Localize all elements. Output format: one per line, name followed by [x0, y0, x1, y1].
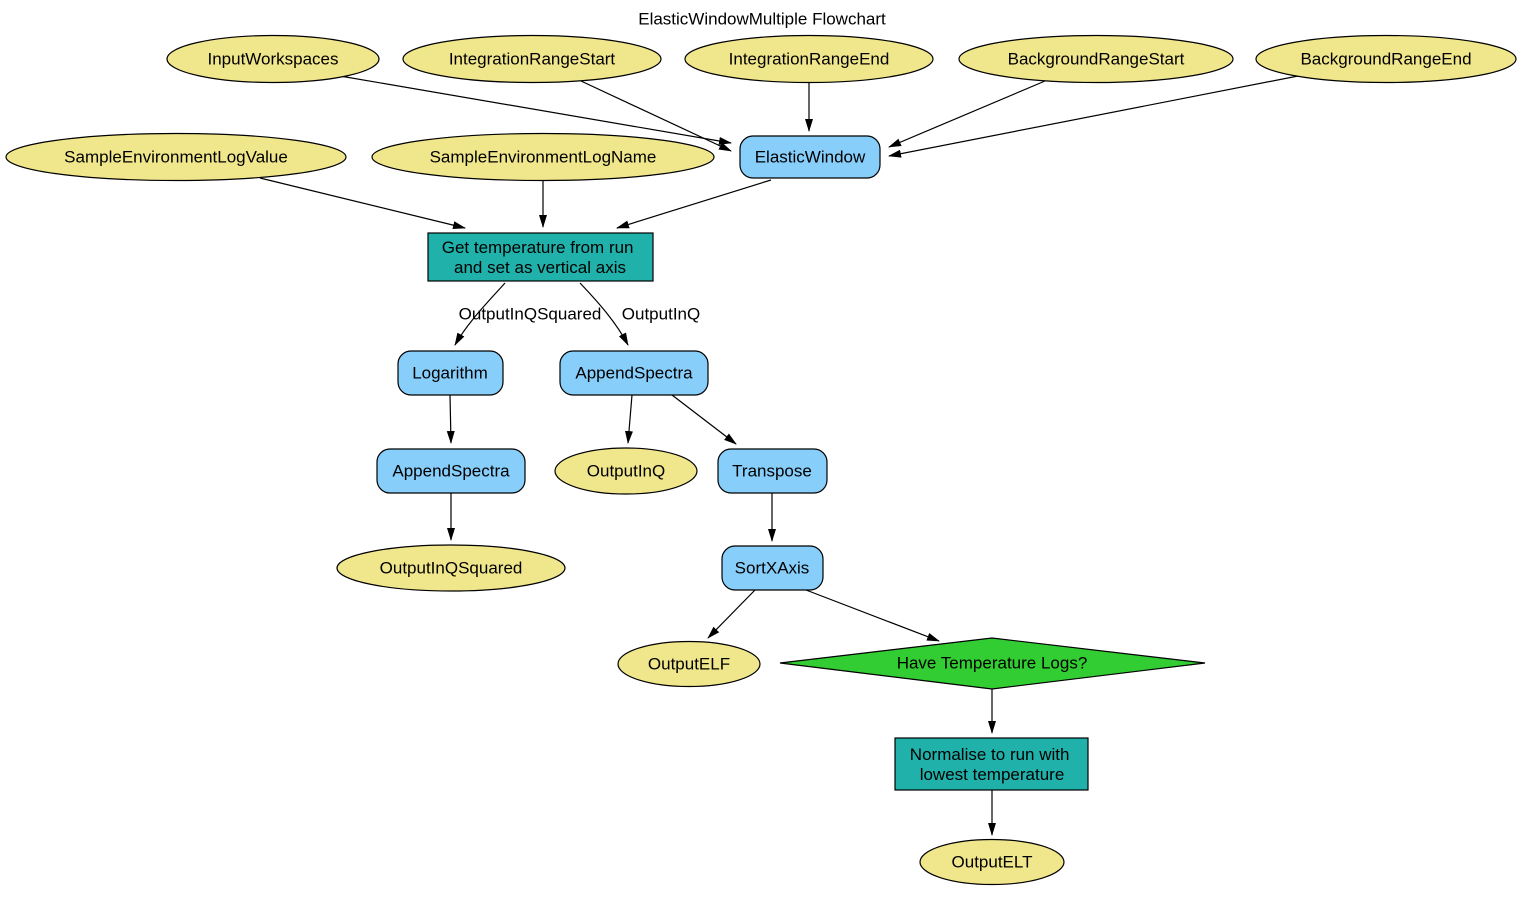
node-integration-range-end: IntegrationRangeEnd — [684, 34, 934, 84]
edge-background-range-end-to-elastic-window — [888, 75, 1299, 158]
input-workspaces-label: InputWorkspaces — [207, 50, 338, 69]
edge-label-output-in-q: OutputInQ — [622, 305, 700, 324]
transpose-label: Transpose — [732, 462, 812, 481]
node-output-in-q: OutputInQ — [554, 447, 698, 495]
sample-environment-log-name-label: SampleEnvironmentLogName — [430, 148, 657, 167]
elastic-window-label: ElasticWindow — [755, 148, 866, 167]
append-spectra-q-squared-label: AppendSpectra — [392, 462, 510, 481]
output-in-q-squared-label: OutputInQSquared — [380, 559, 523, 578]
integration-range-start-label: IntegrationRangeStart — [449, 50, 616, 69]
integration-range-end-shape — [684, 34, 934, 84]
append-spectra-q-label: AppendSpectra — [575, 364, 693, 383]
node-sample-environment-log-name: SampleEnvironmentLogName — [371, 132, 715, 182]
logarithm-label: Logarithm — [412, 364, 488, 383]
transpose-shape — [717, 448, 828, 494]
sort-x-axis-shape — [721, 545, 824, 591]
output-in-q-squared-shape — [336, 544, 566, 592]
edge-label-output-in-q-squared: OutputInQSquared — [459, 305, 602, 324]
node-normalise: Normalise to run with lowest temperature — [894, 737, 1089, 791]
node-background-range-start: BackgroundRangeStart — [958, 34, 1234, 84]
edge-append-spectra-q-to-transpose — [671, 394, 737, 445]
edge-sort-x-axis-to-have-temperature-logs — [805, 589, 940, 642]
node-background-range-end: BackgroundRangeEnd — [1255, 34, 1517, 84]
edge-append-spectra-q-to-output-in-q — [625, 394, 633, 444]
node-elastic-window: ElasticWindow — [739, 135, 881, 179]
edge-input-workspaces-to-elastic-window — [339, 75, 732, 145]
node-sort-x-axis: SortXAxis — [721, 545, 824, 591]
node-input-workspaces: InputWorkspaces — [166, 34, 380, 84]
sample-environment-log-name-shape — [371, 132, 715, 182]
normalise-shape — [894, 737, 1089, 791]
output-elt-label: OutputELT — [952, 853, 1033, 872]
background-range-end-label: BackgroundRangeEnd — [1300, 50, 1471, 69]
integration-range-end-label: IntegrationRangeEnd — [729, 50, 890, 69]
logarithm-shape — [397, 350, 504, 396]
normalise-label: Normalise to run with lowest temperature — [910, 745, 1074, 784]
elastic-window-shape — [739, 135, 881, 179]
node-transpose: Transpose — [717, 448, 828, 494]
background-range-end-shape — [1255, 34, 1517, 84]
edge-elastic-window-to-get-temperature — [616, 179, 772, 229]
node-output-in-q-squared: OutputInQSquared — [336, 544, 566, 592]
output-in-q-label: OutputInQ — [587, 462, 665, 481]
node-output-elf: OutputELF — [617, 640, 761, 688]
output-in-q-shape — [554, 447, 698, 495]
sample-environment-log-value-label: SampleEnvironmentLogValue — [64, 148, 288, 167]
node-output-elt: OutputELT — [919, 838, 1065, 886]
edge-get-temperature-to-append-spectra-q — [579, 282, 629, 346]
node-logarithm: Logarithm — [397, 350, 504, 396]
get-temperature-shape — [427, 232, 654, 282]
integration-range-start-shape — [402, 34, 662, 84]
node-have-temperature-logs: Have Temperature Logs? — [779, 637, 1206, 690]
output-elf-shape — [617, 640, 761, 688]
background-range-start-shape — [958, 34, 1234, 84]
have-temperature-logs-label: Have Temperature Logs? — [897, 654, 1088, 673]
output-elf-label: OutputELF — [648, 655, 730, 674]
edge-sample-environment-log-value-to-get-temperature — [259, 177, 466, 230]
edge-get-temperature-to-logarithm — [454, 282, 506, 346]
append-spectra-q-squared-shape — [376, 448, 526, 494]
sample-environment-log-value-shape — [5, 132, 347, 182]
edge-sort-x-axis-to-output-elf — [707, 589, 756, 639]
output-elt-shape — [919, 838, 1065, 886]
edge-background-range-start-to-elastic-window — [888, 80, 1046, 148]
sort-x-axis-label: SortXAxis — [735, 559, 810, 578]
flowchart-title: ElasticWindowMultiple Flowchart — [638, 10, 886, 29]
node-integration-range-start: IntegrationRangeStart — [402, 34, 662, 84]
have-temperature-logs-shape — [779, 637, 1206, 690]
node-sample-environment-log-value: SampleEnvironmentLogValue — [5, 132, 347, 182]
input-workspaces-shape — [166, 34, 380, 84]
node-get-temperature: Get temperature from run and set as vert… — [427, 232, 654, 282]
node-append-spectra-q: AppendSpectra — [559, 350, 709, 396]
get-temperature-label: Get temperature from run and set as vert… — [442, 238, 639, 277]
append-spectra-q-shape — [559, 350, 709, 396]
edge-integration-range-start-to-elastic-window — [580, 80, 732, 152]
node-append-spectra-q-squared: AppendSpectra — [376, 448, 526, 494]
background-range-start-label: BackgroundRangeStart — [1008, 50, 1185, 69]
edge-logarithm-to-append-spectra-q-squared — [446, 394, 455, 444]
